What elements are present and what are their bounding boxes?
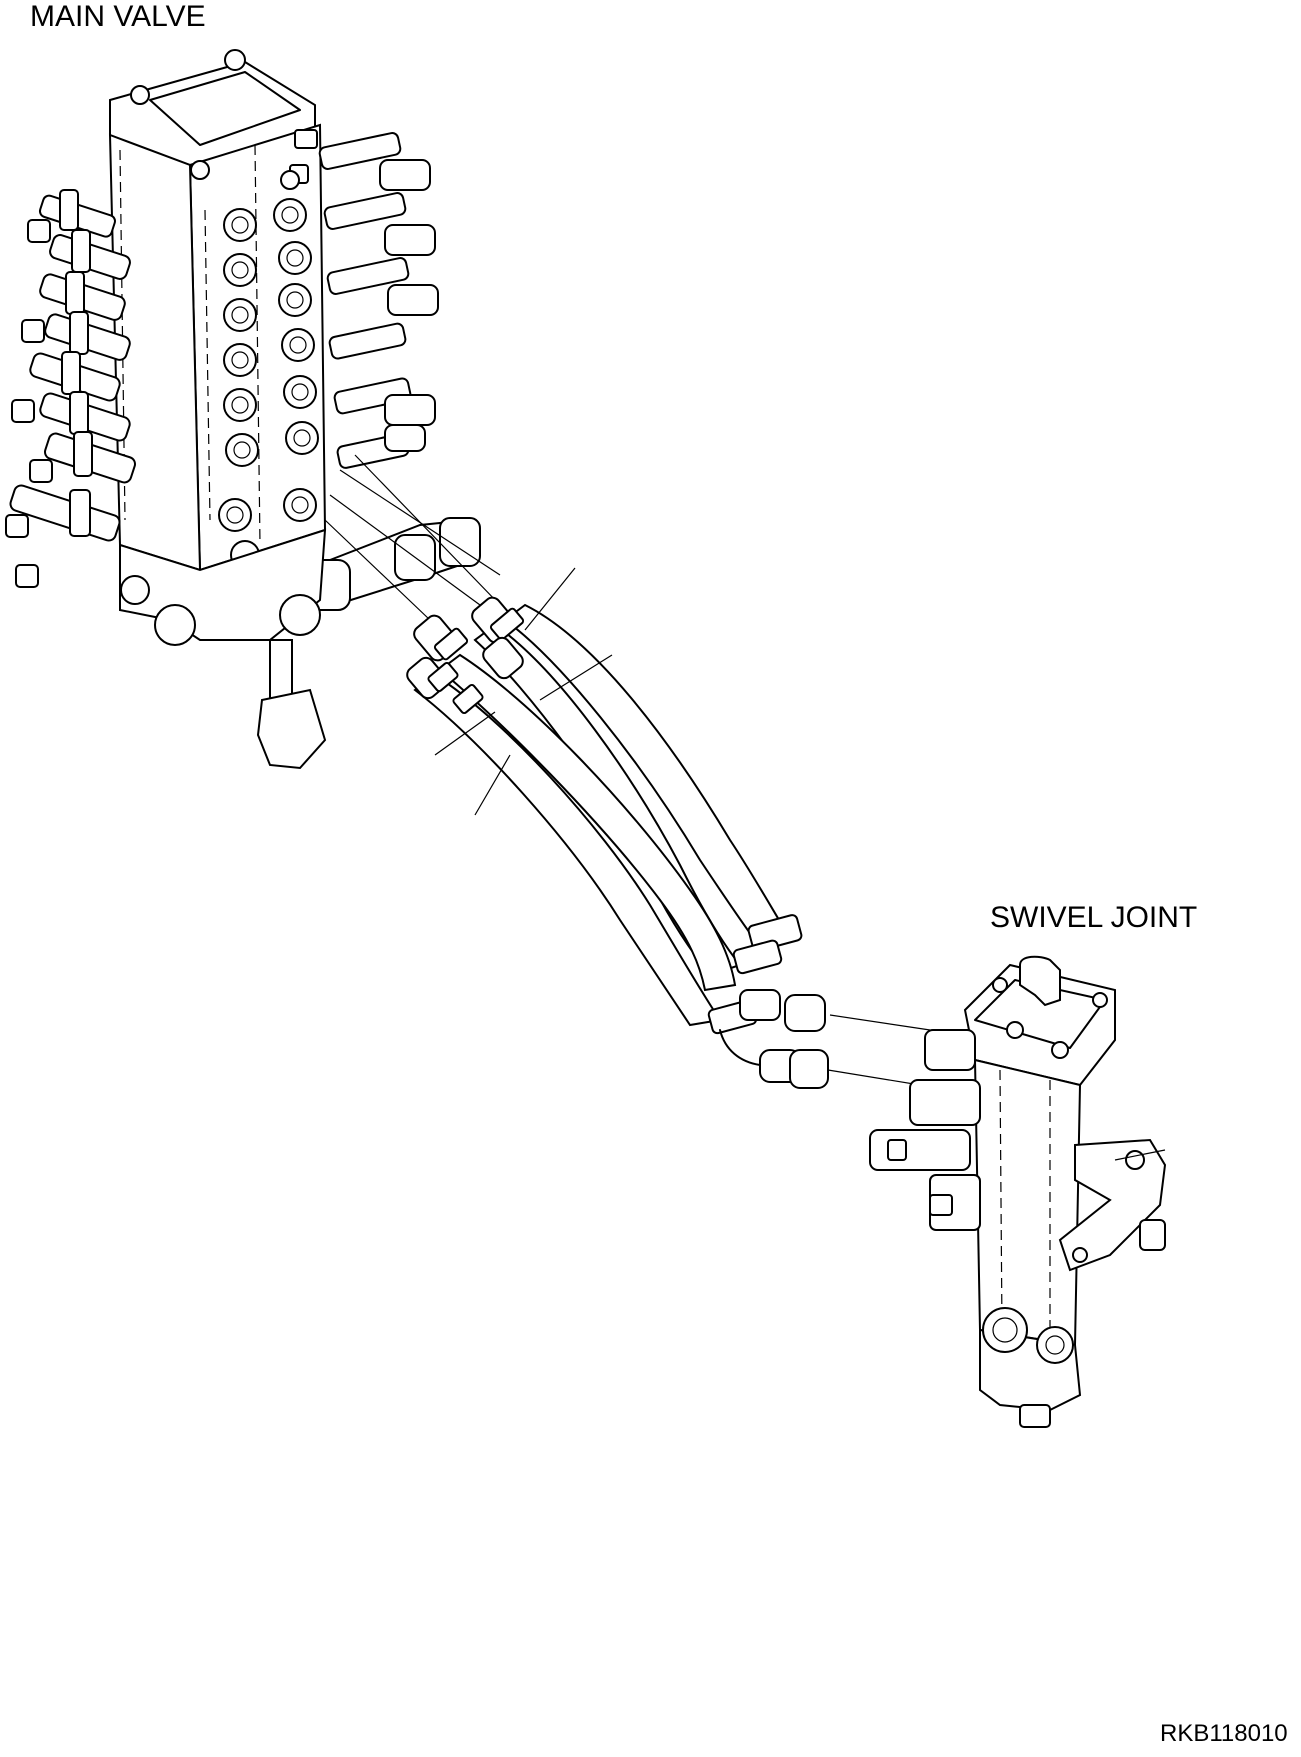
drawing-code: RKB118010 xyxy=(1160,1720,1288,1747)
main-valve-drawing xyxy=(5,49,481,770)
hydraulic-hoses xyxy=(324,454,931,1089)
swivel-joint-label: SWIVEL JOINT xyxy=(990,901,1198,934)
swivel-joint-drawing xyxy=(869,955,1167,1428)
main-valve-label: MAIN VALVE xyxy=(30,0,206,33)
